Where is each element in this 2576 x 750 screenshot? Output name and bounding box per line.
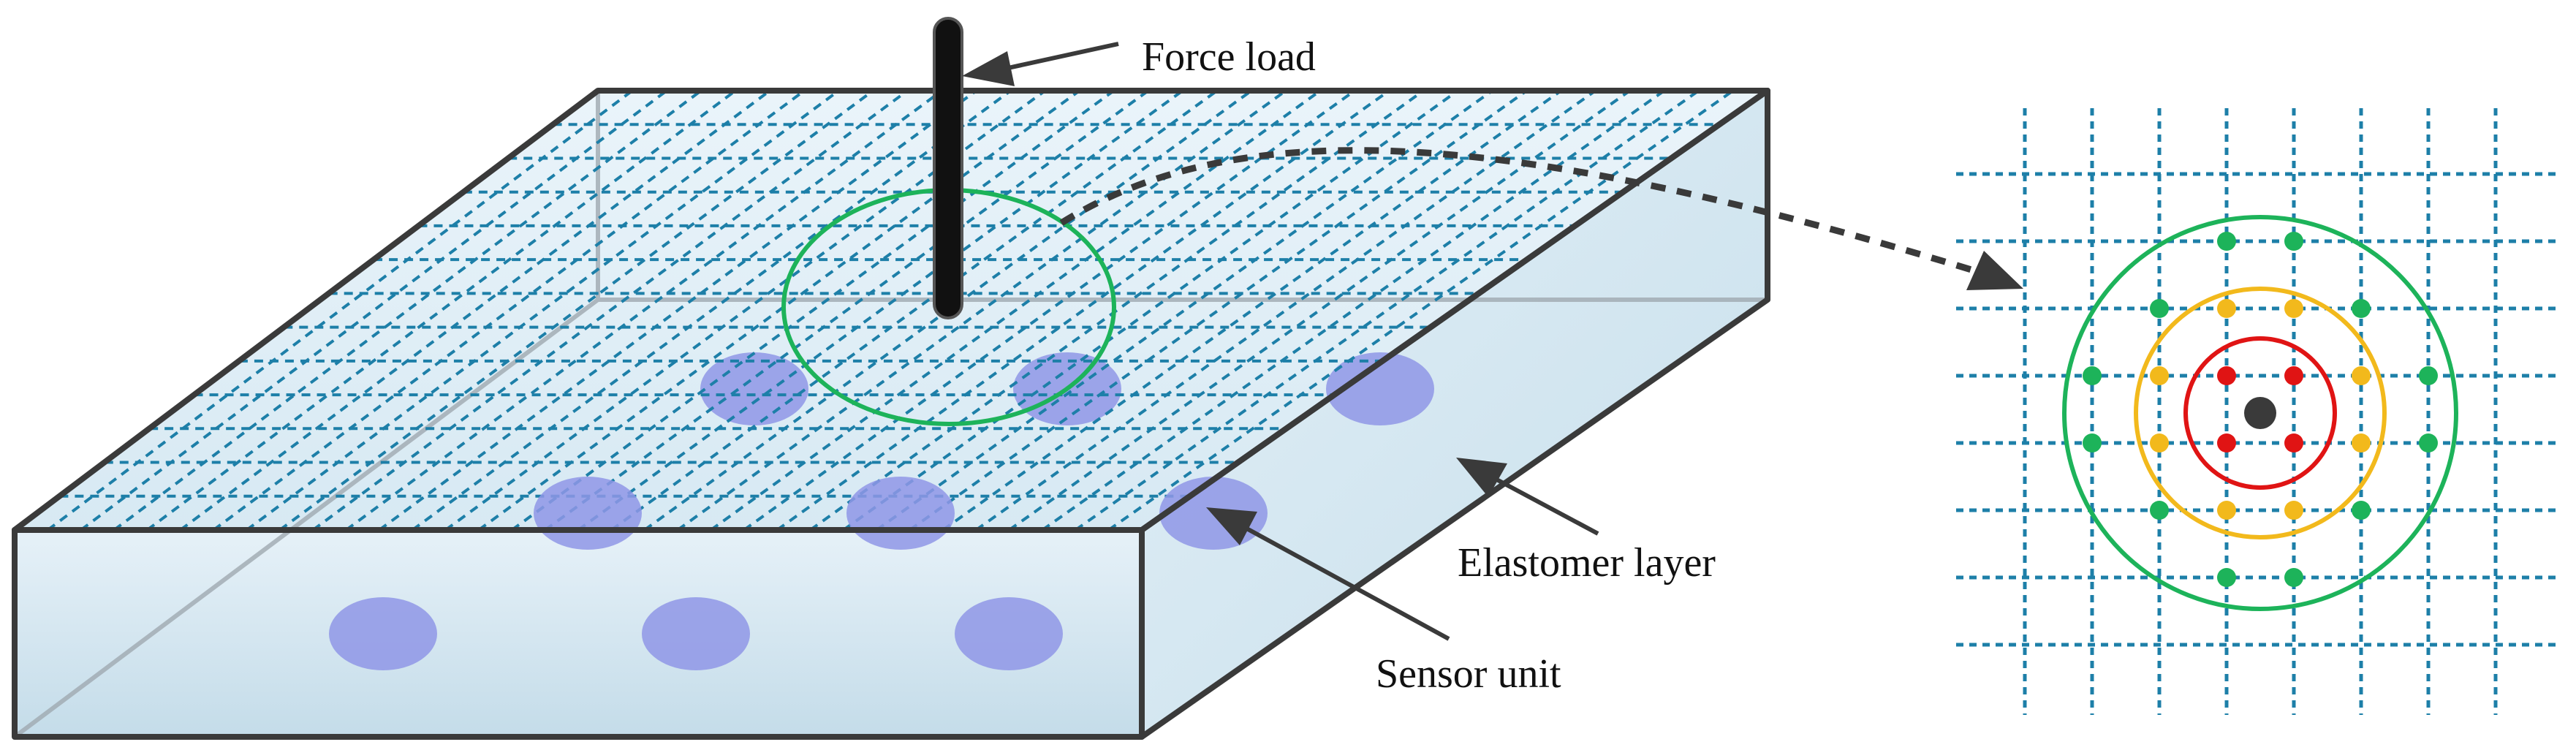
- elastomer-side-face: [1142, 91, 1768, 737]
- grid-line: [876, 91, 1493, 530]
- zoom-node-dot: [2150, 501, 2169, 520]
- zoom-dashed-arrow: [1059, 147, 1975, 274]
- grid-line: [1075, 91, 1700, 530]
- sensor-pointer-arrow: [1206, 507, 1450, 641]
- grid-line: [477, 91, 1081, 530]
- grid-line: [842, 91, 1459, 530]
- grid-line: [378, 91, 977, 530]
- zoom-node-dot: [2150, 366, 2169, 385]
- zoom-node-dot: [2419, 366, 2438, 385]
- grid-line: [710, 91, 1322, 530]
- zoom-node-dot: [2217, 501, 2236, 520]
- grid-line: [809, 91, 1425, 530]
- zoom-node-dot: [2217, 433, 2236, 452]
- sensor-unit: [1326, 352, 1434, 425]
- zoom-center-dot: [2244, 397, 2276, 429]
- elastomer-pointer-arrow: [1456, 458, 1599, 536]
- zoom-node-dot: [2352, 501, 2371, 520]
- zoom-node-dot: [2284, 568, 2303, 587]
- sensor-unit: [700, 352, 808, 425]
- zoom-node-dot: [2083, 366, 2102, 385]
- sensor-unit: [534, 477, 642, 550]
- zoom-node-dot: [2284, 232, 2303, 251]
- grid-line: [279, 91, 874, 530]
- grid-line: [1041, 91, 1665, 530]
- sensor-unit: [329, 597, 437, 670]
- sensor-unit-label: Sensor unit: [1376, 651, 1561, 697]
- zoom-node-dot: [2217, 232, 2236, 251]
- zoom-arrow-head: [1966, 251, 2023, 290]
- zoom-node-dot: [2217, 366, 2236, 385]
- zoom-node-dot: [2083, 433, 2102, 452]
- grid-line: [975, 91, 1596, 530]
- zoom-node-dot: [2352, 366, 2371, 385]
- grid-line: [544, 91, 1150, 530]
- zoom-node-dot: [2284, 366, 2303, 385]
- grid-line: [909, 91, 1528, 530]
- zoom-rings: [2062, 215, 2458, 611]
- block-outline: [12, 88, 1770, 740]
- grid-line: [511, 91, 1115, 530]
- zoom-node-dot: [2217, 299, 2236, 318]
- zoom-node-dot: [2150, 433, 2169, 452]
- force-load-label: Force load: [1142, 34, 1316, 80]
- zoom-ring-inner: [2183, 336, 2337, 490]
- grid-line: [311, 91, 909, 530]
- zoom-node-dot: [2352, 299, 2371, 318]
- elastomer-front-face: [15, 530, 1142, 737]
- grid-line: [776, 91, 1390, 530]
- zoom-grid-view: [1956, 108, 2561, 715]
- grid-line: [412, 91, 1012, 530]
- zoom-node-dot: [2284, 501, 2303, 520]
- sensor-unit: [642, 597, 750, 670]
- zoom-ring-middle: [2134, 287, 2387, 539]
- zoom-node-dot: [2217, 568, 2236, 587]
- zoom-node-dots: [2083, 232, 2438, 587]
- grid-line: [577, 91, 1184, 530]
- zoom-node-dot: [2150, 299, 2169, 318]
- elastomer-layer-label: Elastomer layer: [1458, 540, 1716, 586]
- force-probe-icon: [933, 17, 963, 319]
- sensor-unit: [955, 597, 1063, 670]
- grid-line: [743, 91, 1356, 530]
- zoom-node-dot: [2284, 433, 2303, 452]
- zoom-ring-outer: [2062, 215, 2458, 611]
- zoom-node-dot: [2419, 433, 2438, 452]
- grid-line: [942, 91, 1562, 530]
- sensor-unit: [846, 477, 955, 550]
- zoom-node-dot: [2284, 299, 2303, 318]
- grid-line: [345, 91, 943, 530]
- grid-line: [676, 91, 1287, 530]
- grid-line: [1107, 91, 1735, 530]
- zoom-node-dot: [2352, 433, 2371, 452]
- pointer-arrow-icon: [962, 42, 1119, 86]
- grid-line: [610, 91, 1219, 530]
- grid-line: [246, 91, 840, 530]
